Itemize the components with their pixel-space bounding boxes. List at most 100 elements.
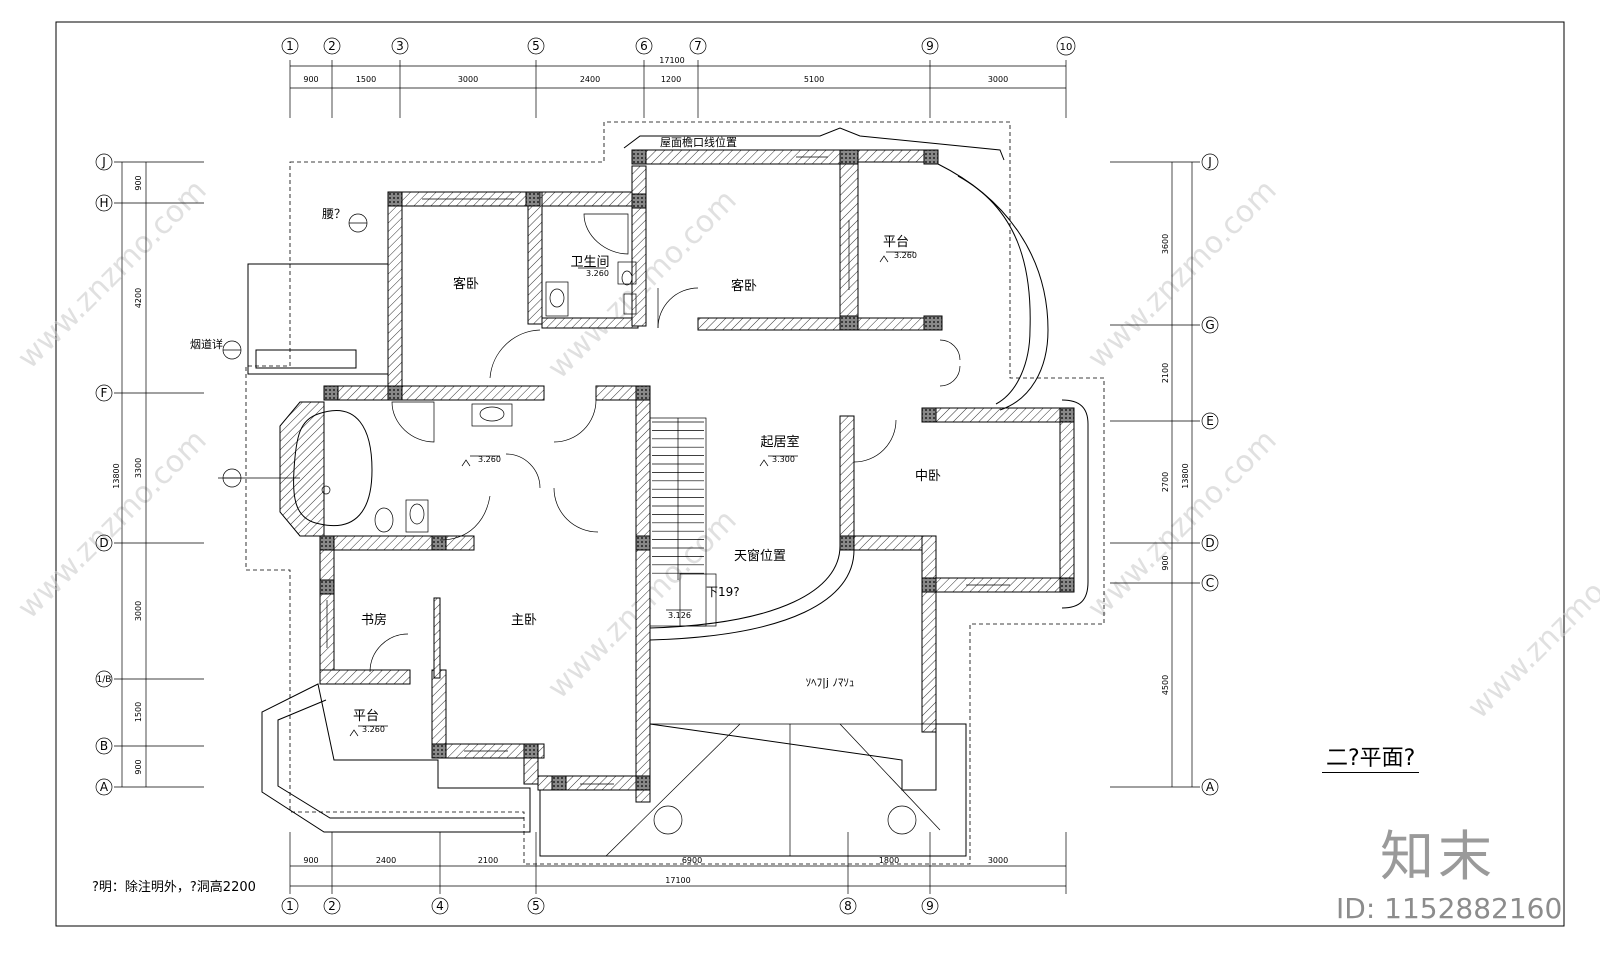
svg-text:1200: 1200 <box>661 75 681 84</box>
svg-text:1800: 1800 <box>879 856 899 865</box>
logo: 知末 <box>1380 825 1496 888</box>
svg-text:5: 5 <box>532 39 540 53</box>
svg-text:4200: 4200 <box>134 288 143 308</box>
room-label-skylight: 天窗位置 <box>734 548 786 564</box>
svg-text:900: 900 <box>303 75 318 84</box>
bottom-dimension-lines: 900 2400 2100 6900 1800 3000 17100 <box>289 832 1067 894</box>
axis-bubble: J <box>1201 153 1219 171</box>
axis-bubble: J <box>95 153 113 171</box>
axis-bubble: 1/B <box>95 670 113 688</box>
elevation-mark: 3.126 <box>666 609 692 620</box>
structural-columns <box>319 149 1075 791</box>
doors <box>369 287 961 673</box>
svg-text:J: J <box>1207 155 1212 169</box>
room-labels: 客卧 客卧 卫生间 平台 起居室 中卧 主卧 书房 平台 天窗位置 ｿﾍﾌ|j … <box>353 235 941 724</box>
svg-text:J: J <box>101 155 106 169</box>
axis-bubble: 10 <box>1056 36 1076 56</box>
svg-text:8: 8 <box>844 899 852 913</box>
svg-text:1/B: 1/B <box>97 675 112 685</box>
svg-text:G: G <box>1205 318 1214 332</box>
svg-text:2100: 2100 <box>1161 363 1170 383</box>
right-axis-bubbles: J G E D C A <box>1201 153 1219 796</box>
elevation-mark: 3.260 <box>879 251 917 263</box>
drawing-note: ?明：除注明外，?洞高2200 <box>92 880 256 895</box>
svg-text:www.znzmo.com: www.znzmo.com <box>1081 173 1284 376</box>
elevation-mark: 3.260 <box>349 725 388 737</box>
room-label-master-bedroom: 主卧 <box>511 613 537 628</box>
svg-text:9: 9 <box>926 39 934 53</box>
axis-bubble: D <box>1201 534 1219 552</box>
architectural-curves <box>247 127 1089 857</box>
svg-text:3000: 3000 <box>458 75 478 84</box>
svg-text:B: B <box>100 739 108 753</box>
roof-text: ｿﾍﾌ|j ﾉﾏｿｭ <box>806 676 855 689</box>
svg-text:www.znzmo.com: www.znzmo.com <box>1081 423 1284 626</box>
plan-title: 二?平面? <box>1322 740 1420 773</box>
chimney-label: 烟道详 <box>190 337 223 351</box>
svg-text:3.260: 3.260 <box>362 725 385 734</box>
svg-text:H: H <box>99 196 108 210</box>
svg-text:1: 1 <box>286 39 294 53</box>
axis-bubble: F <box>95 384 113 402</box>
svg-text:www.znzmo.com: www.znzmo.com <box>1461 523 1600 726</box>
axis-bubble: 1 <box>281 897 299 915</box>
svg-text:C: C <box>1206 576 1214 590</box>
axis-bubble: C <box>1201 574 1219 592</box>
svg-text:F: F <box>101 386 108 400</box>
top-total-dim: 17100 <box>659 56 684 65</box>
elevation-mark: 3.260 <box>461 455 501 467</box>
svg-text:A: A <box>100 780 109 794</box>
svg-text:3.300: 3.300 <box>772 455 795 464</box>
axis-bubble: 7 <box>689 37 707 55</box>
svg-text:3.260: 3.260 <box>586 269 609 278</box>
svg-text:6900: 6900 <box>682 856 702 865</box>
top-dimension-lines: 17100 900 1500 3000 2400 1200 5100 3000 <box>289 56 1067 118</box>
svg-text:900: 900 <box>1161 555 1170 570</box>
windows <box>326 156 1010 785</box>
axis-bubble: 9 <box>921 897 939 915</box>
axis-bubble: 3 <box>391 37 409 55</box>
detail-callout-waist <box>348 213 368 233</box>
watermark-layer: www.znzmo.com www.znzmo.com www.znzmo.co… <box>11 173 1600 726</box>
axis-bubble: H <box>95 194 113 212</box>
elevation-mark: 3.300 <box>759 455 798 467</box>
room-label-guest-bedroom-1: 客卧 <box>453 276 479 292</box>
room-label-study: 书房 <box>361 612 387 628</box>
svg-text:3.126: 3.126 <box>668 611 691 620</box>
left-dimension-lines: 900 4200 3300 3000 1500 900 13800 <box>112 161 204 788</box>
detail-callout-chimney <box>222 340 242 360</box>
axis-bubble: 4 <box>431 897 449 915</box>
room-label-middle-bedroom: 中卧 <box>915 469 941 484</box>
svg-text:D: D <box>99 536 108 550</box>
axis-bubble: 2 <box>323 37 341 55</box>
svg-text:1500: 1500 <box>134 702 143 722</box>
roof-eave-outline <box>245 121 1105 865</box>
right-total-dim: 13800 <box>1181 463 1190 488</box>
axis-bubble: 6 <box>635 37 653 55</box>
svg-text:2400: 2400 <box>580 75 600 84</box>
svg-text:9: 9 <box>926 899 934 913</box>
waist-label: 腰？ <box>322 207 346 221</box>
svg-text:3: 3 <box>396 39 404 53</box>
roof-eave-label: 屋面檐口线位置 <box>660 135 737 149</box>
svg-text:3000: 3000 <box>988 75 1008 84</box>
axis-bubble: A <box>95 778 113 796</box>
svg-text:1: 1 <box>286 899 294 913</box>
id-label: ID: 1152882160 <box>1336 892 1563 925</box>
axis-bubble: 5 <box>527 37 545 55</box>
axis-bubble: E <box>1201 412 1219 430</box>
svg-text:2700: 2700 <box>1161 472 1170 492</box>
svg-text:3000: 3000 <box>134 601 143 621</box>
svg-text:900: 900 <box>134 759 143 774</box>
axis-bubble: D <box>95 534 113 552</box>
svg-text:5100: 5100 <box>804 75 824 84</box>
svg-text:3600: 3600 <box>1161 234 1170 254</box>
svg-text:3.260: 3.260 <box>478 455 501 464</box>
detail-callout-bath <box>218 468 300 488</box>
room-label-guest-bedroom-2: 客卧 <box>731 278 757 294</box>
svg-text:900: 900 <box>303 856 318 865</box>
svg-text:2100: 2100 <box>478 856 498 865</box>
fixtures <box>374 213 637 533</box>
axis-bubble: 2 <box>323 897 341 915</box>
svg-text:A: A <box>1206 780 1215 794</box>
